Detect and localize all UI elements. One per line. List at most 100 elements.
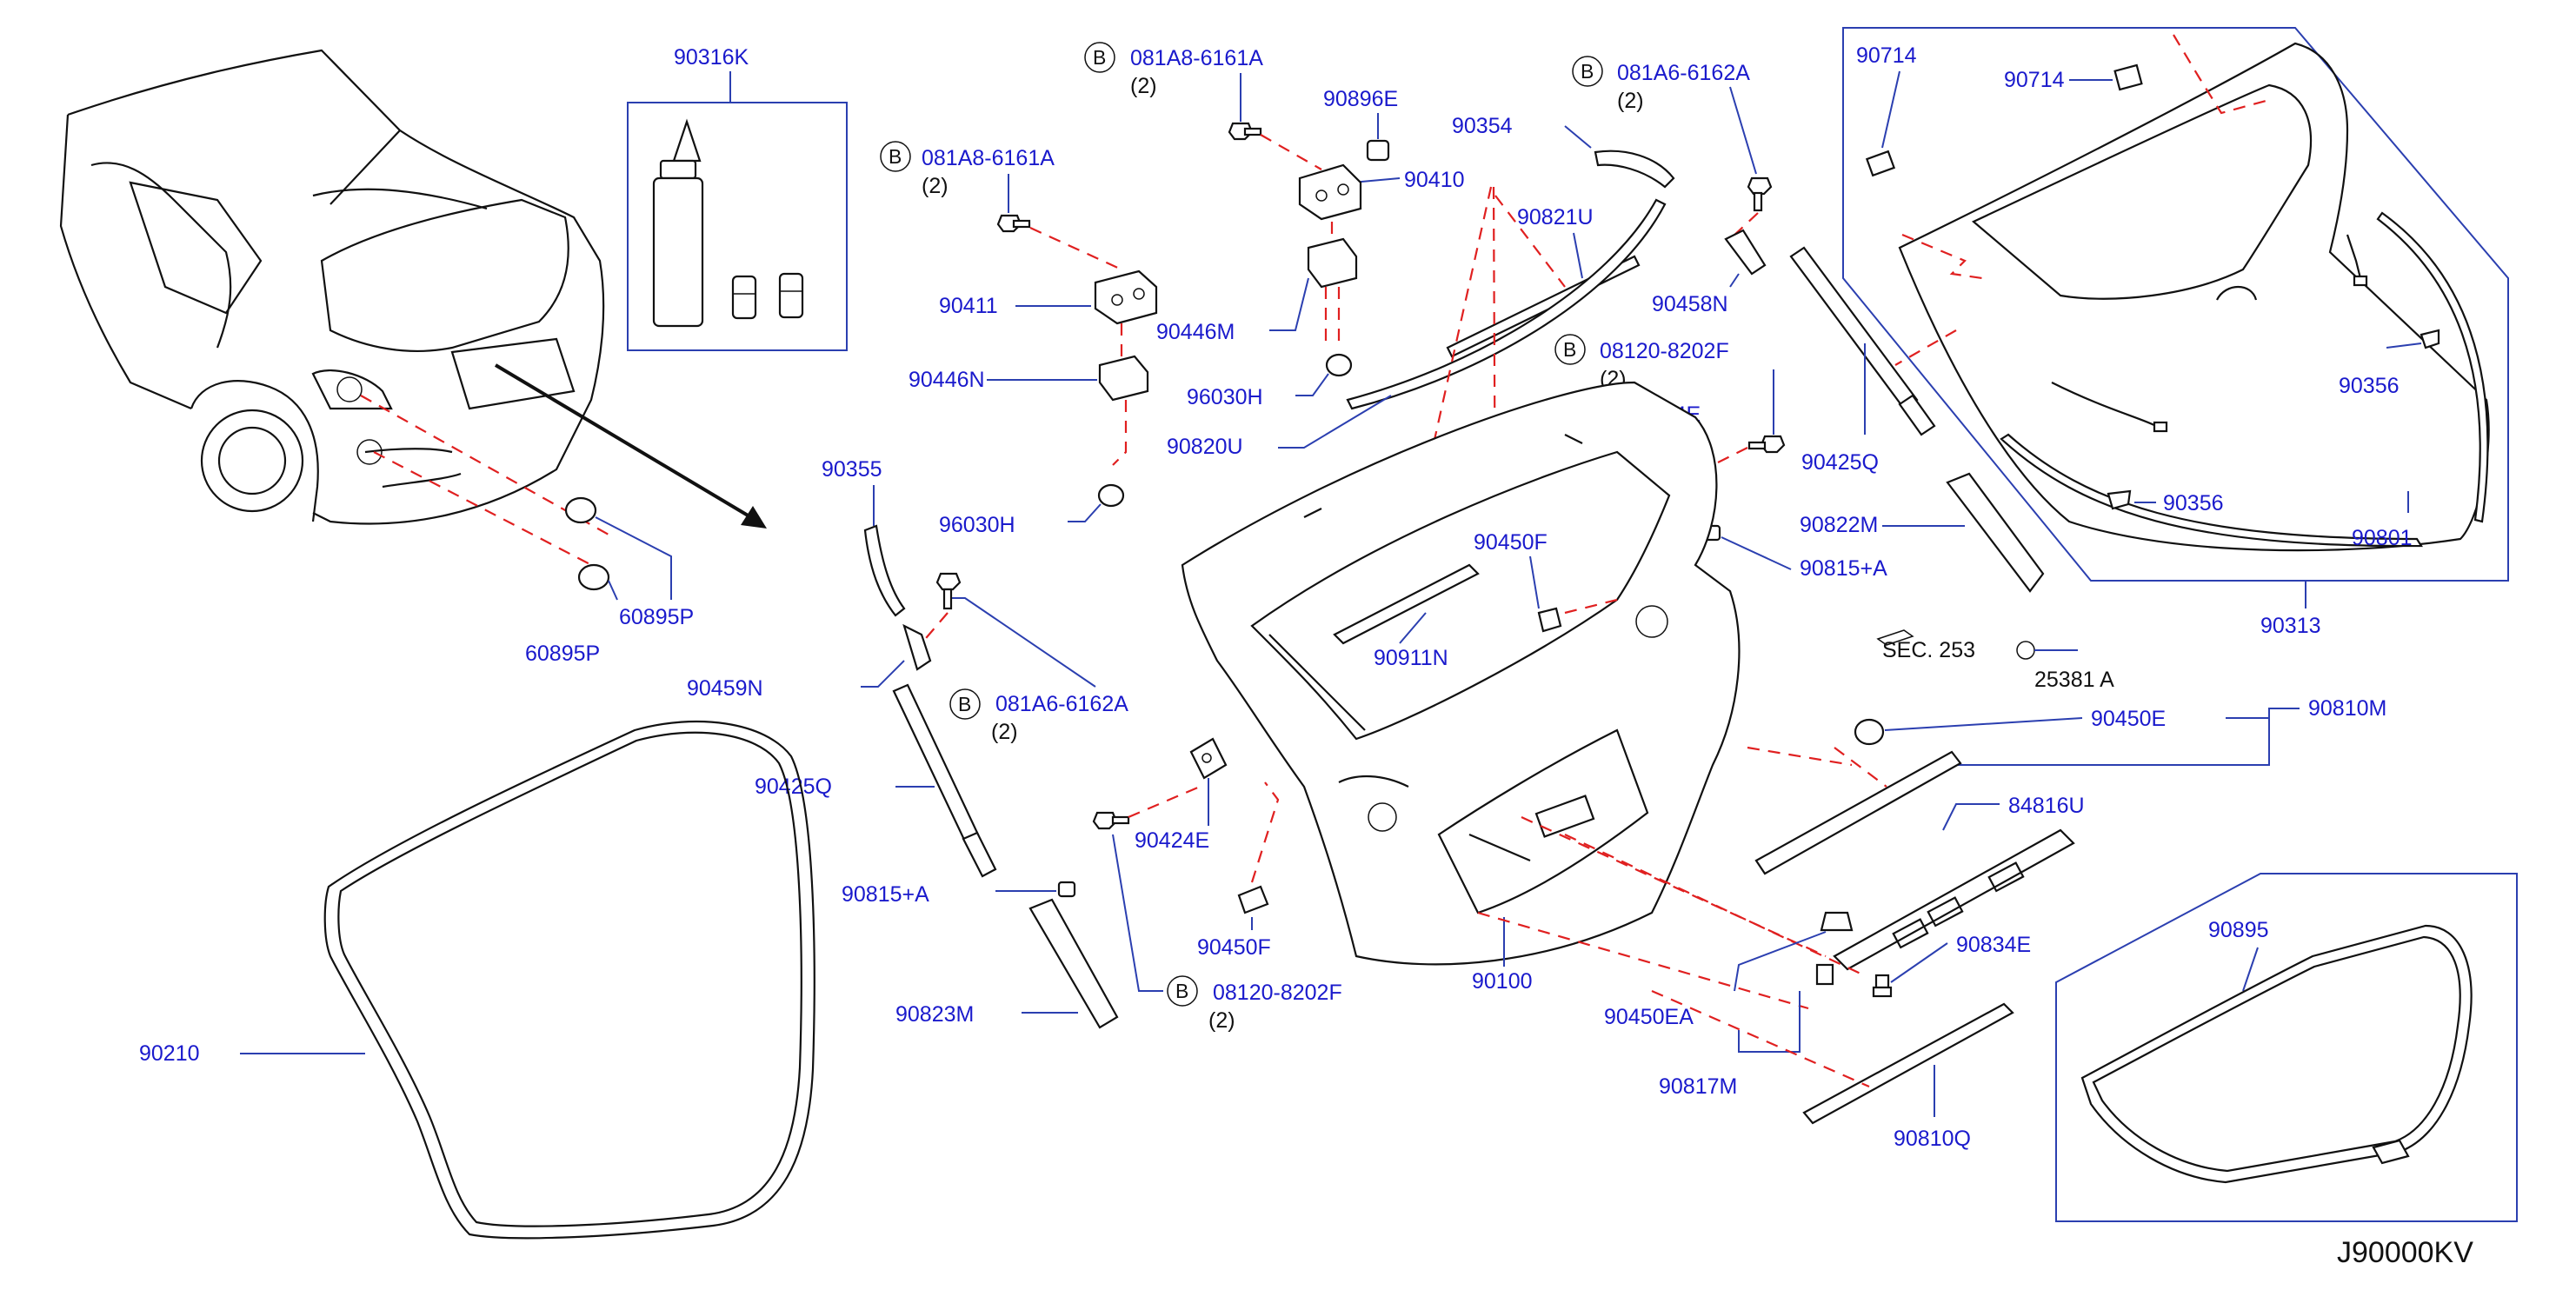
garnish-84816u [1833,828,2075,971]
label-90356-b: 90356 [2163,491,2224,515]
svg-text:081A8-6161A: 081A8-6161A [922,146,1055,170]
label-90316k: 90316K [674,45,749,70]
label-90425q-a: 90425Q [1801,450,1879,475]
seal-box [2055,873,2518,1222]
garnish-90810m [1754,750,1962,875]
bolt-icon [935,572,962,610]
label-90714-b: 90714 [2004,68,2065,92]
seal-90895 [2080,924,2473,1184]
label-90817m: 90817M [1659,1074,1737,1099]
svg-text:B: B [958,693,971,715]
label-90450f-b: 90450F [1197,935,1271,960]
bracket-90458n [1724,229,1767,276]
clip-90356-b [2107,489,2132,510]
label-90446m: 90446M [1156,320,1235,344]
label-96030h-a: 96030H [1187,385,1263,409]
label-90458n: 90458N [1652,292,1728,316]
section-ref-line1: SEC. 253 [1882,638,1975,662]
svg-text:(2): (2) [922,174,949,198]
direction-arrow [494,363,767,529]
bolt-icon [1228,122,1262,141]
label-90354: 90354 [1452,114,1513,138]
bumper-90450f-a [1537,607,1562,633]
bolt-callout-4: B 08120-8202F (2) [1554,334,1729,391]
garnish-90810q [1802,1002,2014,1125]
svg-text:08120-8202F: 08120-8202F [1600,339,1729,363]
bolt-callout-3: B 081A6-6162A (2) [1572,56,1750,113]
svg-text:(2): (2) [991,720,1018,744]
molding-90801 [2000,433,2423,548]
bracket-90822m [1946,472,2045,593]
label-90815a-a: 90815+A [1800,556,1887,581]
screw-90834e [1872,974,1893,998]
sealant-tube-icon [652,118,804,328]
label-90355: 90355 [822,457,882,482]
bumper-90450f-b [1237,885,1269,914]
label-90834e: 90834E [1956,933,2031,957]
cap-60895p-a [564,496,597,524]
svg-text:(2): (2) [1617,89,1644,113]
label-90446n: 90446N [909,368,985,392]
hinge-90410 [1298,163,1362,221]
diagram-code: J90000KV [2337,1236,2473,1269]
bolt-icon [996,214,1031,233]
label-90801: 90801 [2352,526,2413,550]
tailgate-90100 [1181,381,1741,966]
label-90410: 90410 [1404,168,1465,192]
svg-text:08120-8202F: 08120-8202F [1213,981,1342,1005]
label-90911n: 90911N [1374,646,1448,670]
back-glass-90801 [1898,42,2490,552]
spoiler-90820u [1346,198,1667,410]
label-90821u: 90821U [1517,205,1594,229]
hinge-90411 [1094,269,1158,325]
clip-90356-a [2420,329,2440,349]
connector-icon [2016,641,2035,660]
svg-text:B: B [1093,46,1106,69]
label-90411: 90411 [939,294,998,318]
label-60895p-a: 60895P [619,605,694,629]
label-90450f-a: 90450F [1474,530,1548,555]
bracket-90424e-b [1189,737,1228,780]
label-60895p-b: 60895P [525,642,600,666]
bolt-icon [1092,811,1130,830]
svg-text:081A6-6162A: 081A6-6162A [995,692,1128,716]
bolt-callout-5: B 081A6-6162A (2) [949,688,1128,744]
label-96030h-b: 96030H [939,513,1015,537]
label-90820u: 90820U [1167,435,1243,459]
glass-box [1842,27,2509,582]
cap-60895p-b [577,563,610,591]
label-90810q: 90810Q [1894,1127,1971,1151]
hinge-90446n [1098,355,1149,402]
bracket-90459n [902,623,932,671]
svg-text:B: B [1175,980,1188,1002]
hinge-90446m [1307,237,1358,289]
label-90424e-b: 90424E [1135,828,1209,853]
strip-90911n [1333,563,1480,645]
spacer-90714-b [2113,63,2143,91]
section-ref-line2: 25381 A [2034,668,2114,692]
label-90823m: 90823M [895,1002,974,1027]
weatherstrip-90210 [323,720,815,1240]
grommet-96030h-b [1097,483,1125,508]
sealant-box [627,102,848,351]
label-90896e: 90896E [1323,87,1398,111]
label-84816u: 84816U [2008,794,2085,818]
grommet-96030h-a [1325,353,1353,377]
label-90810m: 90810M [2308,696,2386,721]
bolt-icon [1747,176,1773,212]
bracket-90823m [1028,898,1119,1029]
bolt-icon [1747,435,1786,454]
svg-text:081A8-6161A: 081A8-6161A [1130,46,1263,70]
label-90100: 90100 [1472,969,1533,994]
gas-strut-90425q-right [1789,246,1919,410]
label-90210: 90210 [139,1041,200,1066]
clip-90815a-b [1057,881,1076,898]
clip-90896e [1366,139,1390,162]
label-90714-a: 90714 [1856,43,1917,68]
svg-text:081A6-6162A: 081A6-6162A [1617,61,1750,85]
label-90822m: 90822M [1800,513,1878,537]
label-90895: 90895 [2208,918,2269,942]
label-90450e: 90450E [2091,707,2166,731]
bolt-callout-2: B 081A8-6161A (2) [880,141,1055,198]
